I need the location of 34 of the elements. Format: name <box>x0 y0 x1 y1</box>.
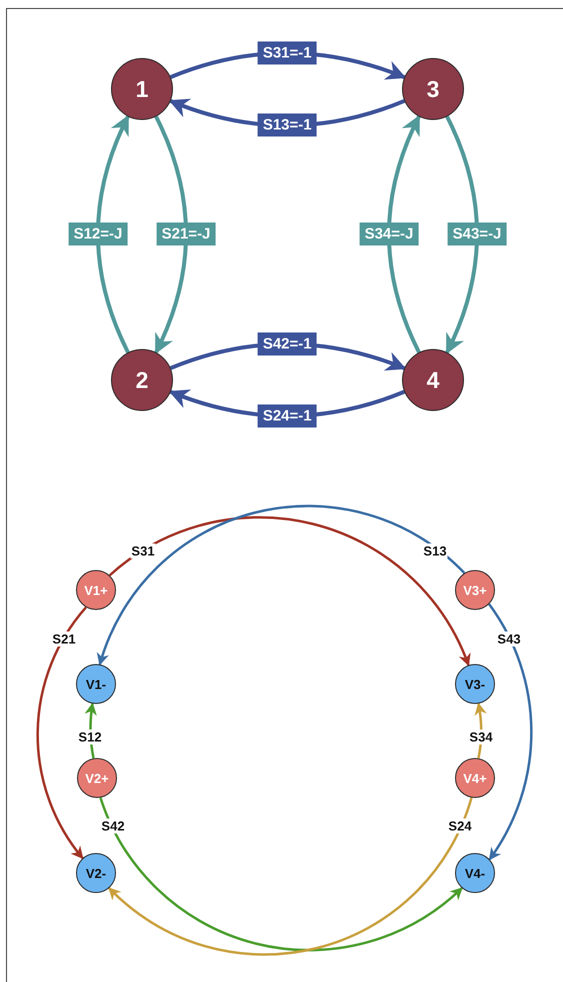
edge-label: S43=-J <box>448 222 506 246</box>
node-circle: V1- <box>76 664 116 704</box>
edge-label: S13 <box>422 544 448 558</box>
arrow <box>36 606 87 860</box>
arrow <box>387 114 421 354</box>
edge-label: S43 <box>496 632 522 646</box>
edge-label: S31=-1 <box>258 42 317 65</box>
node-circle: V2- <box>76 853 116 893</box>
edge-label: S12=-J <box>68 222 128 246</box>
edge-label: S34=-J <box>360 222 418 246</box>
node-circle: V1+ <box>76 570 116 610</box>
node-circle: 3 <box>402 58 464 120</box>
node-circle: 4 <box>402 349 464 411</box>
node-circle: V4- <box>455 853 495 893</box>
edge-label: S42=-1 <box>258 332 317 356</box>
node-circle: V2+ <box>77 758 117 798</box>
edge-label: S21 <box>51 632 77 646</box>
edge-label: S24=-1 <box>258 404 317 428</box>
arrow <box>445 116 479 354</box>
edge-label: S31 <box>130 544 156 558</box>
edge-label: S13=-1 <box>258 114 317 137</box>
node-circle: V3- <box>455 664 495 704</box>
arrow <box>154 116 188 354</box>
node-circle: V3+ <box>455 570 495 610</box>
edge-label: S24 <box>447 818 473 834</box>
node-circle: 2 <box>111 349 173 411</box>
edge-label: S34 <box>468 730 494 744</box>
edge-label: S21=-J <box>156 222 216 246</box>
edge-label: S12 <box>77 730 103 744</box>
arrow <box>96 114 130 354</box>
node-circle: V4+ <box>455 758 495 798</box>
arrow <box>488 603 532 860</box>
node-circle: 1 <box>111 58 173 120</box>
edge-label: S42 <box>100 818 126 834</box>
